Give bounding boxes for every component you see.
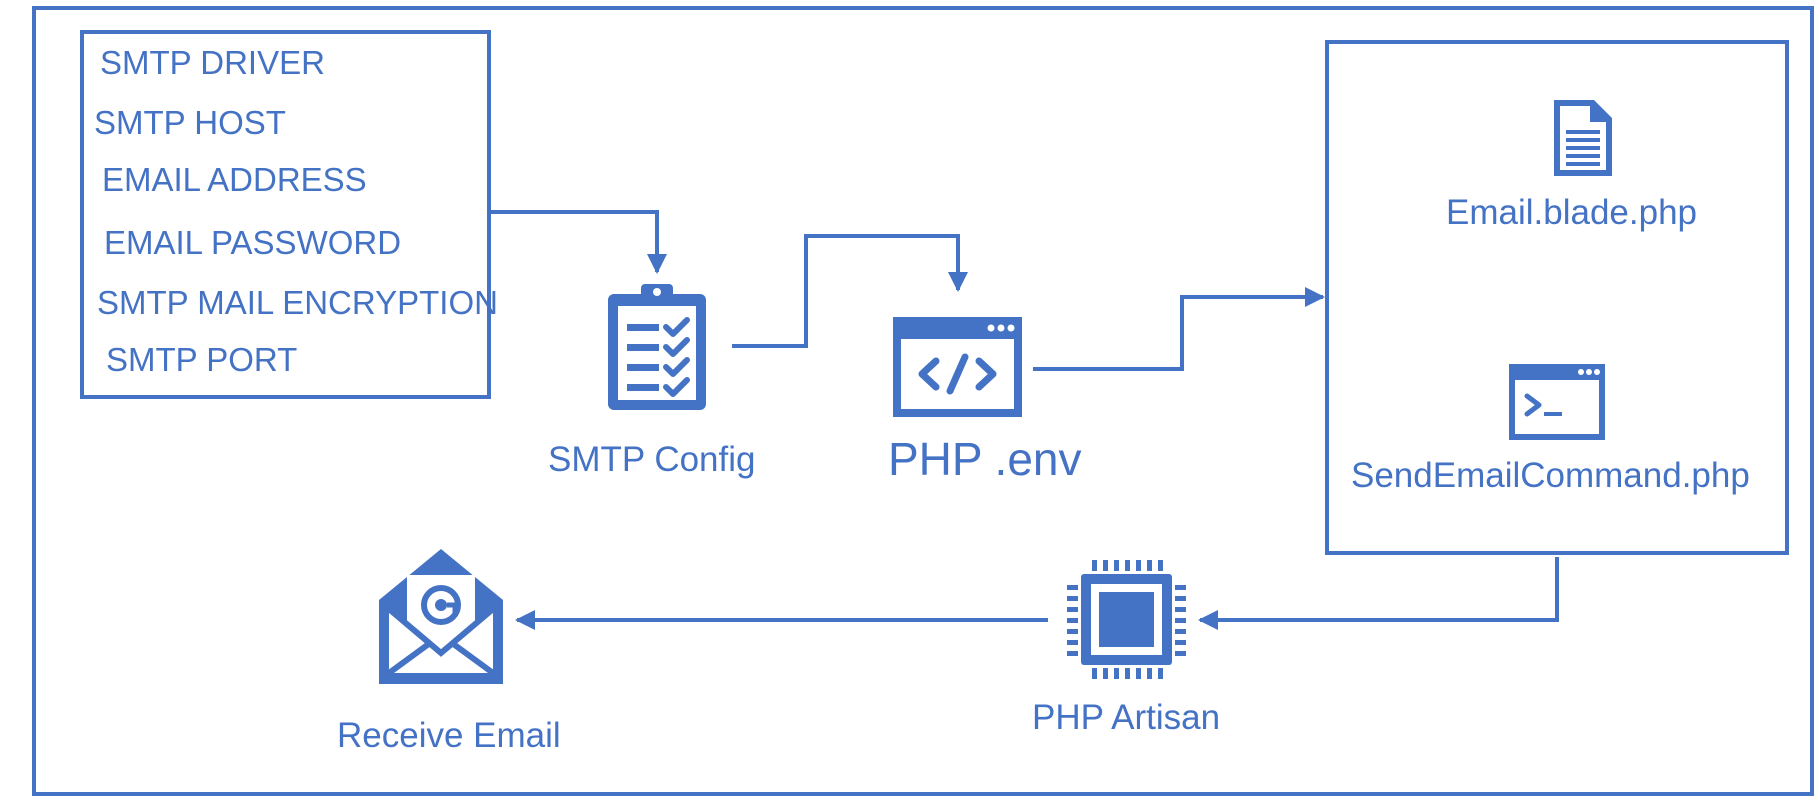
send-email-command-label: SendEmailCommand.php <box>1351 456 1750 495</box>
receive-email-label: Receive Email <box>337 716 561 755</box>
email-blade-label: Email.blade.php <box>1446 193 1697 232</box>
arrow-env-to-files <box>1033 287 1325 371</box>
config-item-smtp-driver: SMTP DRIVER <box>100 44 325 81</box>
arrow-config-to-smtp-config <box>491 210 667 274</box>
code-window-icon <box>893 317 1022 417</box>
config-item-smtp-port: SMTP PORT <box>106 341 298 378</box>
config-item-smtp-mail-encryption: SMTP MAIL ENCRYPTION <box>97 284 498 321</box>
php-artisan-label: PHP Artisan <box>1032 698 1221 737</box>
open-envelope-at-icon <box>379 549 503 684</box>
config-item-email-password: EMAIL PASSWORD <box>104 224 402 261</box>
arrow-files-to-artisan <box>1198 557 1559 630</box>
smtp-config-label: SMTP Config <box>548 440 756 479</box>
php-env-label: PHP .env <box>888 433 1082 485</box>
outer-frame <box>32 6 1814 796</box>
config-list-box <box>80 30 491 399</box>
processor-chip-icon <box>1067 560 1186 679</box>
document-icon <box>1554 100 1612 176</box>
arrow-smtp-config-to-env <box>732 234 968 348</box>
clipboard-checklist-icon <box>608 284 706 410</box>
terminal-window-icon <box>1509 364 1605 440</box>
files-box <box>1325 40 1789 555</box>
config-item-smtp-host: SMTP HOST <box>94 104 286 141</box>
config-item-email-address: EMAIL ADDRESS <box>102 161 367 198</box>
